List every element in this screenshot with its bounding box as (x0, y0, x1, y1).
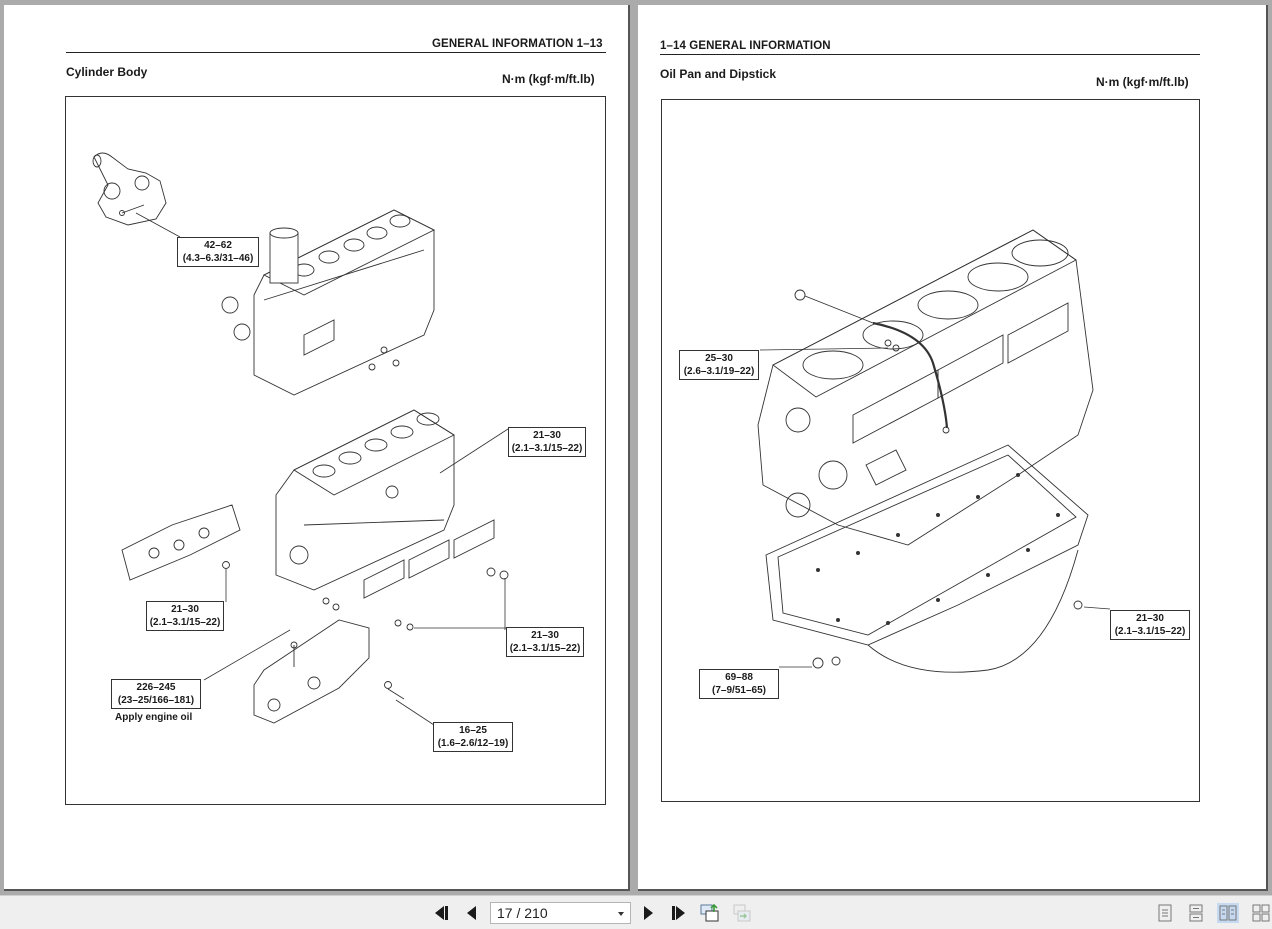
torque-units: N·m (kgf·m/ft.lb) (1096, 75, 1189, 89)
single-page-view-button[interactable] (1154, 903, 1176, 923)
engine-block-drawing (757, 229, 1094, 546)
previous-view-icon (700, 903, 719, 922)
page-header: GENERAL INFORMATION 1–13 (432, 38, 603, 50)
torque-detail: (2.1–3.1/15–22) (1114, 626, 1186, 637)
continuous-view-button[interactable] (1185, 903, 1207, 923)
torque-callout: 21–30 (2.1–3.1/15–22) (508, 427, 586, 457)
page-1-14: 1–14 GENERAL INFORMATION Oil Pan and Dip… (638, 5, 1268, 891)
apply-oil-note: Apply engine oil (115, 712, 193, 723)
single-page-icon (1158, 904, 1172, 922)
torque-detail: (2.1–3.1/15–22) (511, 443, 583, 454)
oil-pan-drawing (765, 444, 1089, 673)
facing-view-button[interactable] (1217, 903, 1239, 923)
torque-detail: (1.6–2.6/12–19) (437, 738, 509, 749)
torque-value: 25–30 (705, 353, 733, 364)
torque-value: 21–30 (171, 604, 199, 615)
previous-page-button[interactable] (460, 903, 482, 923)
chevron-down-icon (618, 912, 624, 916)
crankcase-fragment-drawing (253, 619, 405, 724)
header-rule (660, 54, 1200, 55)
torque-callout: 226–245 (23–25/166–181) (111, 679, 201, 709)
water-pump-drawing (92, 152, 167, 226)
section-title: Oil Pan and Dipstick (660, 67, 777, 81)
torque-value: 16–25 (459, 725, 487, 736)
cylinder-body-exploded-diagram (92, 152, 509, 726)
page-number-select[interactable]: 17 / 210 (490, 902, 631, 924)
dipstick-drawing (794, 289, 950, 434)
torque-callout: 21–30 (2.1–3.1/15–22) (146, 601, 224, 631)
torque-callout: 16–25 (1.6–2.6/12–19) (433, 722, 513, 752)
block-fragment-drawing (121, 504, 241, 581)
page-indicator: 17 / 210 (497, 905, 548, 921)
torque-units: N·m (kgf·m/ft.lb) (502, 72, 595, 86)
torque-value: 21–30 (533, 430, 561, 441)
page-1-13: GENERAL INFORMATION 1–13 Cylinder Body N… (4, 5, 630, 891)
torque-detail: (2.1–3.1/15–22) (149, 617, 221, 628)
oil-pan-dipstick-diagram (757, 229, 1111, 673)
torque-value: 226–245 (136, 682, 176, 693)
next-view-icon (733, 904, 751, 922)
continuous-facing-view-button[interactable] (1250, 903, 1272, 923)
first-page-icon (434, 906, 448, 920)
figure-frame (65, 96, 606, 805)
torque-value: 21–30 (1136, 613, 1164, 624)
torque-callout: 69–88 (7–9/51–65) (699, 669, 779, 699)
upper-cylinder-block-drawing (221, 209, 436, 396)
header-rule (66, 52, 606, 53)
document-viewport[interactable]: GENERAL INFORMATION 1–13 Cylinder Body N… (0, 0, 1272, 895)
first-page-button[interactable] (430, 903, 452, 923)
torque-value: 69–88 (725, 672, 753, 683)
section-title: Cylinder Body (66, 65, 148, 79)
last-page-button[interactable] (667, 903, 689, 923)
torque-detail: (2.6–3.1/19–22) (683, 366, 755, 377)
previous-page-icon (466, 906, 476, 920)
page-header: 1–14 GENERAL INFORMATION (660, 40, 831, 52)
torque-detail: (23–25/166–181) (117, 695, 195, 706)
torque-callout: 21–30 (2.1–3.1/15–22) (506, 627, 584, 657)
lower-cylinder-block-drawing (275, 409, 509, 631)
torque-detail: (7–9/51–65) (712, 685, 766, 696)
facing-icon (1219, 905, 1237, 921)
continuous-facing-icon (1252, 904, 1270, 922)
last-page-icon (671, 906, 685, 920)
torque-value: 21–30 (531, 630, 559, 641)
torque-callout: 21–30 (2.1–3.1/15–22) (1110, 610, 1190, 640)
torque-value: 42–62 (204, 240, 232, 251)
torque-detail: (4.3–6.3/31–46) (182, 253, 254, 264)
figure-frame (661, 99, 1200, 802)
navigation-toolbar: 17 / 210 (0, 895, 1272, 929)
torque-detail: (2.1–3.1/15–22) (509, 643, 581, 654)
torque-callout: 42–62 (4.3–6.3/31–46) (177, 237, 259, 267)
next-page-button[interactable] (637, 903, 659, 923)
next-page-icon (643, 906, 653, 920)
continuous-icon (1189, 904, 1203, 922)
torque-callout: 25–30 (2.6–3.1/19–22) (679, 350, 759, 380)
previous-view-button[interactable] (699, 903, 721, 923)
next-view-button[interactable] (731, 903, 753, 923)
